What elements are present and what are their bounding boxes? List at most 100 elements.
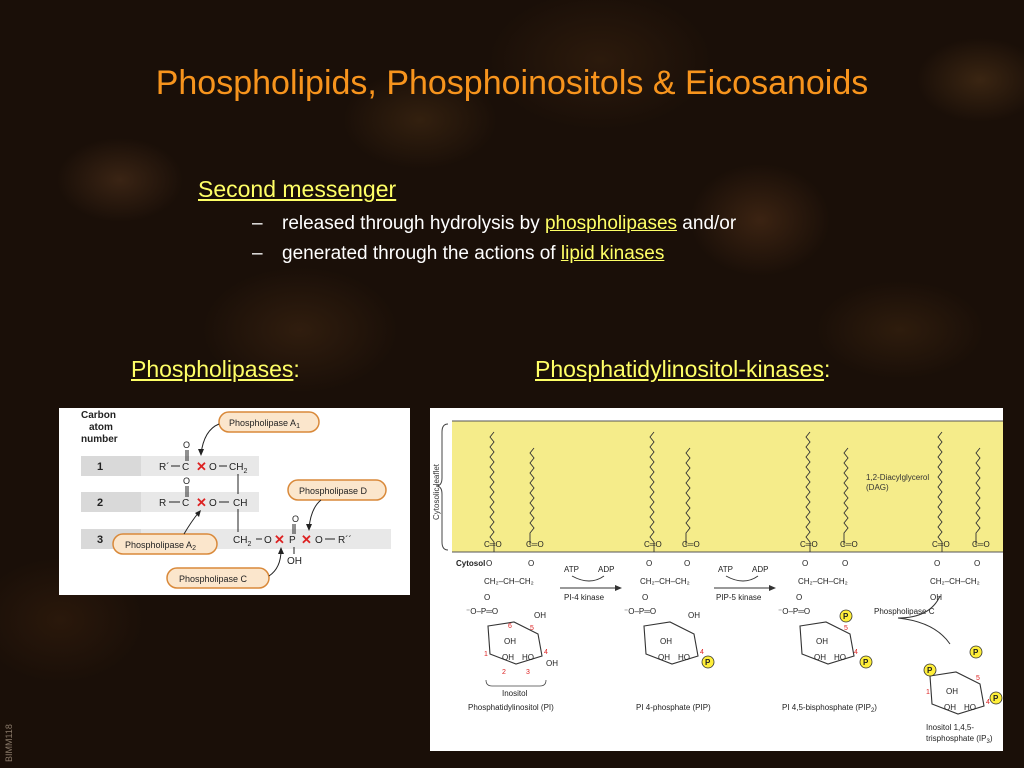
atom-r2: R´´ [338, 534, 352, 546]
ring-oh: OH [660, 637, 672, 646]
glycerol-backbone: CH₂–CH–CH₂ [484, 577, 534, 586]
row-number-1: 1 [97, 461, 103, 473]
ring-number-4: 4 [854, 649, 858, 656]
ring-number-5: 5 [530, 625, 534, 632]
phospholipase-c-label: Phospholipase C [179, 574, 248, 584]
ring-oh: OH [534, 611, 546, 620]
pip-caption: PI 4-phosphate (PIP) [636, 703, 711, 712]
phosphate-badge-label: P [843, 612, 849, 621]
phospholipase-a1-label: Phospholipase A1 [229, 418, 300, 430]
carbonyl: C═O [972, 540, 990, 549]
carbonyl: C═O [800, 540, 818, 549]
atom-ch: CH [233, 498, 247, 509]
atom-oh: OH [287, 556, 302, 567]
phosphate-o: O [796, 593, 802, 602]
phosphate-o: O [484, 593, 490, 602]
phospholipase-a1-pill [218, 411, 320, 433]
phosphate-badge [969, 645, 983, 659]
ester-o: O [684, 559, 690, 568]
pi4-kinase-label: PI-4 kinase [564, 593, 605, 602]
phosphate-badge [989, 691, 1003, 705]
ip3-caption-1: Inositol 1,4,5- [926, 723, 974, 732]
ester-o: O [528, 559, 534, 568]
ring-oh: OH [688, 611, 700, 620]
ester-o: O [934, 559, 940, 568]
ester-o: O [842, 559, 848, 568]
second-messenger-heading[interactable]: Second messenger [198, 176, 397, 202]
ring-number-1: 1 [926, 689, 930, 696]
ring-ho: HO [964, 703, 976, 712]
carbonyl: C═O [484, 540, 502, 549]
phosphate-badge-label: P [705, 658, 711, 667]
arrow-d [308, 499, 322, 529]
phosphate-badge [701, 655, 715, 669]
ester-o: O [802, 559, 808, 568]
phosphate-badge-label: P [993, 694, 999, 703]
phosphate-badge [839, 609, 853, 623]
bullet-text: generated through the actions of [282, 243, 561, 264]
glycerol-backbone: CH₂–CH–CH₂ [930, 577, 980, 586]
hydroxyl: OH [930, 593, 942, 602]
lipid-kinases-link[interactable]: lipid kinases [560, 243, 665, 264]
inositol-rings [487, 621, 985, 715]
atom-o: O [209, 462, 217, 473]
adp-label: ADP [598, 565, 614, 574]
ring-oh: OH [814, 653, 826, 662]
ring-oh: OH [658, 653, 670, 662]
phospholipases-heading: Phospholipases: [131, 356, 300, 383]
adp-label: ADP [752, 565, 768, 574]
pip5-kinase-label: PIP-5 kinase [716, 593, 762, 602]
phosphate-badge [859, 655, 873, 669]
ring-number-5: 5 [976, 675, 980, 682]
ring-oh: OH [502, 653, 514, 662]
bullet-text: and/or [677, 213, 737, 234]
cleave-x-1: ✕ [196, 459, 207, 474]
atom-p: P [289, 535, 296, 546]
carbonyl: C═O [644, 540, 662, 549]
carbonyl: C═O [932, 540, 950, 549]
atom-r1: R´ [159, 461, 170, 473]
atom-o: O [315, 535, 323, 546]
glycerol-backbone: CH₂–CH–CH₂ [798, 577, 848, 586]
ring-number-5: 5 [844, 625, 848, 632]
atom-ch2: CH2 [233, 535, 251, 548]
atom-r: R [159, 498, 166, 509]
ip3-caption-2: trisphosphate (IP3) [926, 734, 993, 745]
bullet-hydrolysis: –released through hydrolysis by phosphol… [252, 213, 736, 235]
pi-kinase-diagram-svg: Cytosolic leaflet Cytosol 1,2-Diacylglyc… [432, 420, 1003, 745]
atom-o: O [183, 476, 190, 486]
slide-title: Phospholipids, Phosphoinositols & Eicosa… [155, 64, 869, 102]
row-band-1b [141, 456, 259, 476]
membrane-leaflet [452, 421, 1003, 552]
ring-number-4: 4 [700, 649, 704, 656]
phospholipases-link[interactable]: phospholipases [544, 213, 678, 234]
atom-c: C [182, 462, 189, 473]
phosphate-group: ⁻O–P═O [624, 607, 656, 616]
phospholipase-a2-label: Phospholipase A2 [125, 540, 196, 552]
phospholipase-diagram: Carbon atom number 1 2 3 O R´ C ✕ O CH2 … [59, 408, 410, 595]
pi-caption: Phosphatidylinositol (PI) [468, 703, 554, 712]
ring-number-2: 2 [502, 669, 506, 676]
phosphate-badge-label: P [973, 648, 979, 657]
ring-ho: HO [834, 653, 846, 662]
atom-o: O [209, 498, 217, 509]
row-band-2 [81, 492, 141, 512]
atom-o: O [292, 514, 299, 524]
phosphate-group: ⁻O–P═O [466, 607, 498, 616]
row-number-3: 3 [97, 534, 103, 546]
phospholipases-heading-link[interactable]: Phospholipases [131, 356, 294, 382]
bullet-dash: – [252, 213, 263, 234]
phosphate-o: O [642, 593, 648, 602]
pi-kinases-heading: Phosphatidylinositol-kinases: [535, 356, 830, 383]
ring-number-1: 1 [484, 651, 488, 658]
atom-c: C [182, 498, 189, 509]
plc-label: Phospholipase C [874, 607, 935, 616]
phosphate-badge-label: P [863, 658, 869, 667]
heading-colon: : [293, 356, 300, 382]
carbonyl: C═O [840, 540, 858, 549]
ester-o: O [646, 559, 652, 568]
atp-label: ATP [718, 565, 733, 574]
pi-kinases-heading-link[interactable]: Phosphatidylinositol-kinases [535, 356, 824, 382]
bullet-text: released through hydrolysis by [282, 213, 545, 234]
carbonyl: C═O [526, 540, 544, 549]
